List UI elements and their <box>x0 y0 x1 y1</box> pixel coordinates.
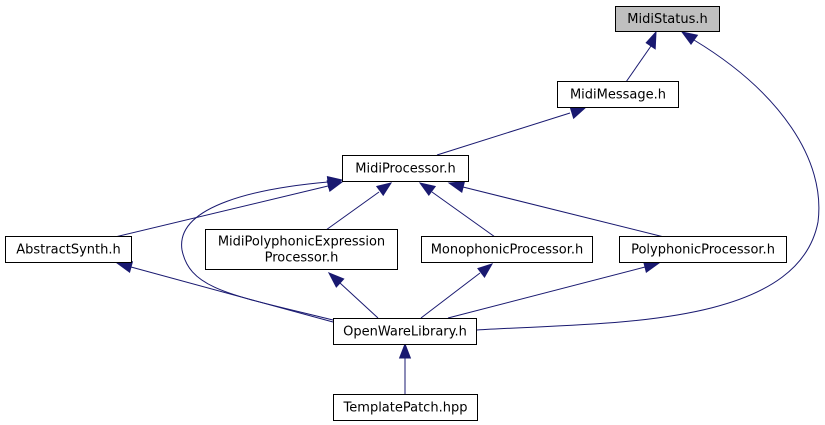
node-templatepatch[interactable]: TemplatePatch.hpp <box>333 394 478 421</box>
node-label: MidiProcessor.h <box>355 162 455 177</box>
node-label: MidiStatus.h <box>627 12 708 27</box>
edge-openwarelibrary-to-midistatus <box>476 31 820 331</box>
arrowhead <box>375 182 393 197</box>
arrowhead <box>643 261 661 274</box>
edge-midimessage-to-midistatus <box>625 30 657 83</box>
arrowhead <box>398 342 412 359</box>
node-label: AbstractSynth.h <box>16 243 120 258</box>
node-abstractsynth[interactable]: AbstractSynth.h <box>5 236 132 263</box>
node-label: MidiMessage.h <box>570 88 666 103</box>
node-midistatus[interactable]: MidiStatus.h <box>615 6 720 32</box>
node-label: TemplatePatch.hpp <box>343 401 468 416</box>
arrowhead <box>115 261 134 274</box>
node-label-line-2: Processor.h <box>265 251 339 266</box>
edge-midiprocessor-to-midimessage <box>436 107 587 156</box>
arrowhead <box>569 107 587 120</box>
node-label: MonophonicProcessor.h <box>431 243 584 258</box>
arrowhead <box>327 272 345 288</box>
arrowhead <box>645 30 657 50</box>
arrowhead <box>326 175 344 189</box>
arrowhead <box>477 263 494 279</box>
edge-openwarelibrary-to-monophonicprocessor <box>420 263 494 319</box>
edge-templatepatch-to-openwarelibrary <box>398 342 412 394</box>
node-midimessage[interactable]: MidiMessage.h <box>557 81 679 108</box>
edge-mpeprocessor-to-midiprocessor <box>325 182 393 231</box>
node-midiprocessor[interactable]: MidiProcessor.h <box>342 155 469 182</box>
edge-openwarelibrary-to-mpeprocessor <box>327 272 379 319</box>
edge-abstractsynth-to-midiprocessor <box>114 180 344 238</box>
node-label: OpenWareLibrary.h <box>343 325 467 340</box>
arrowhead <box>680 31 699 46</box>
node-openwarelibrary[interactable]: OpenWareLibrary.h <box>333 318 477 345</box>
edge-monophonicprocessor-to-midiprocessor <box>418 182 496 238</box>
node-label-line-1: MidiPolyphonicExpression <box>218 235 385 250</box>
node-monophonicprocessor[interactable]: MonophonicProcessor.h <box>421 236 593 263</box>
node-polyphonicprocessor[interactable]: PolyphonicProcessor.h <box>619 236 787 263</box>
arrowhead <box>418 182 437 197</box>
arrowhead <box>447 181 466 194</box>
edge-openwarelibrary-to-polyphonicprocessor <box>447 261 661 319</box>
edge-polyphonicprocessor-to-midiprocessor <box>447 181 665 238</box>
node-midipolyphonicexpressionprocessor[interactable]: MidiPolyphonicExpression Processor.h <box>205 229 398 270</box>
node-label: PolyphonicProcessor.h <box>631 243 775 258</box>
